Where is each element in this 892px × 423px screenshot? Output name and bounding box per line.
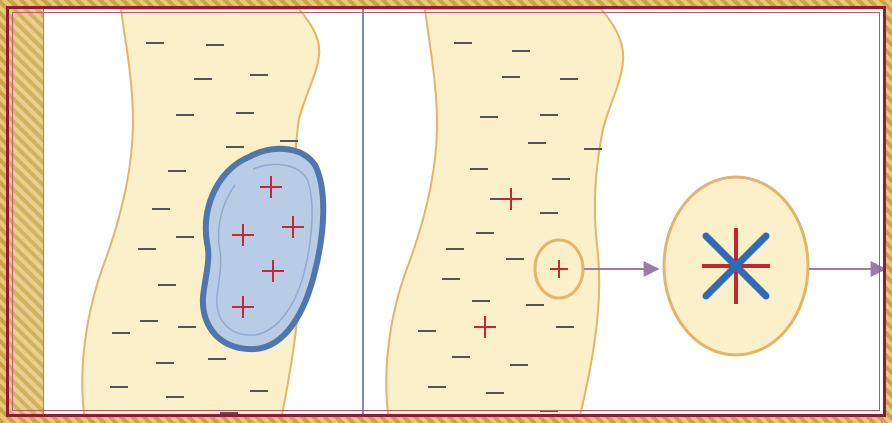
- asterisk-icon: [702, 228, 770, 304]
- diagram-frame: [6, 6, 886, 417]
- tissue-region-2: [386, 9, 623, 417]
- diagram-canvas: [9, 9, 886, 417]
- panel-tissue-with-positive-pocket: [82, 9, 323, 417]
- panel-tissue-with-isolated-positive-ion: [386, 9, 885, 417]
